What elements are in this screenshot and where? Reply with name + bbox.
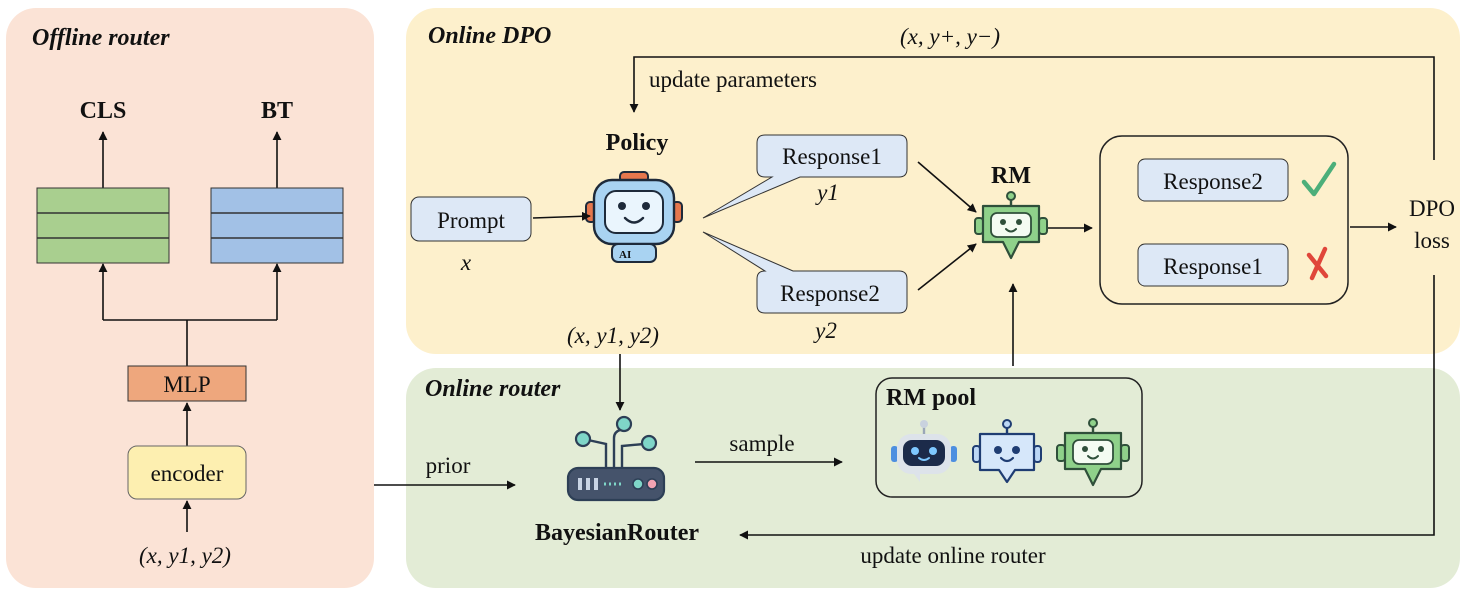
update-parameters-label: update parameters <box>649 67 817 92</box>
chosen-response-label: Response2 <box>1163 169 1263 194</box>
dark-robot-icon <box>891 420 957 482</box>
mlp-block <box>127 365 247 402</box>
bt-head-block <box>210 187 344 264</box>
response1-bubble <box>702 134 908 219</box>
prior-label: prior <box>426 453 471 478</box>
rm-pool-label: RM pool <box>886 385 976 411</box>
rm-pool-box <box>875 377 1143 498</box>
offline-router-panel <box>6 8 374 588</box>
check-icon <box>1301 161 1337 197</box>
dpo-feedback-tuple: (x, y+, y−) <box>900 24 1000 49</box>
online-router-title: Online router <box>425 376 561 402</box>
online-dpo-panel <box>406 8 1460 354</box>
encoder-block <box>127 445 247 500</box>
encoder-label: encoder <box>151 461 224 486</box>
offline-input-tuple: (x, y1, y2) <box>139 543 231 568</box>
rejected-response-box <box>1137 243 1289 287</box>
response1-variable: y1 <box>815 180 839 205</box>
svg-text:AI: AI <box>619 249 631 261</box>
dpo-loss-line1: DPO <box>1409 196 1455 221</box>
blue-robot-icon <box>972 419 1042 484</box>
cls-head-label: CLS <box>80 98 127 124</box>
prompt-box <box>410 196 532 242</box>
online-router-panel <box>406 368 1460 588</box>
response1-label: Response1 <box>782 144 882 169</box>
mlp-fork-connector <box>98 263 282 366</box>
robot-ai-icon: AI <box>585 171 683 263</box>
online-dpo-title: Online DPO <box>428 23 551 49</box>
sample-label: sample <box>729 431 794 456</box>
dpo-feedback-arrow <box>629 56 1435 160</box>
cross-icon <box>1306 246 1329 281</box>
prompt-label: Prompt <box>437 208 505 233</box>
offline-router-title: Offline router <box>32 25 170 51</box>
arrow-response2-to-rm <box>917 243 977 291</box>
chosen-response-box <box>1137 158 1289 202</box>
response2-label: Response2 <box>780 281 880 306</box>
green-robot-icon <box>1056 418 1130 487</box>
mlp-label: MLP <box>163 372 210 397</box>
rm-label: RM <box>991 163 1031 189</box>
bt-head-label: BT <box>261 98 293 124</box>
prompt-variable: x <box>460 250 472 275</box>
policy-label: Policy <box>606 130 669 156</box>
bayesian-router-label: BayesianRouter <box>535 520 699 546</box>
response2-variable: y2 <box>813 318 837 343</box>
update-online-router-label: update online router <box>860 543 1046 568</box>
ranking-box <box>1099 135 1349 305</box>
update-router-arrow <box>739 275 1435 540</box>
network-router-icon <box>566 415 666 502</box>
arrow-prompt-to-policy <box>532 211 591 221</box>
green-robot-icon <box>974 191 1048 260</box>
dpo-loss-line2: loss <box>1414 228 1450 253</box>
arrow-response1-to-rm <box>917 161 977 213</box>
router-input-tuple: (x, y1, y2) <box>567 323 659 348</box>
cls-head-block <box>36 187 170 264</box>
rejected-response-label: Response1 <box>1163 254 1263 279</box>
response2-bubble <box>702 231 908 314</box>
